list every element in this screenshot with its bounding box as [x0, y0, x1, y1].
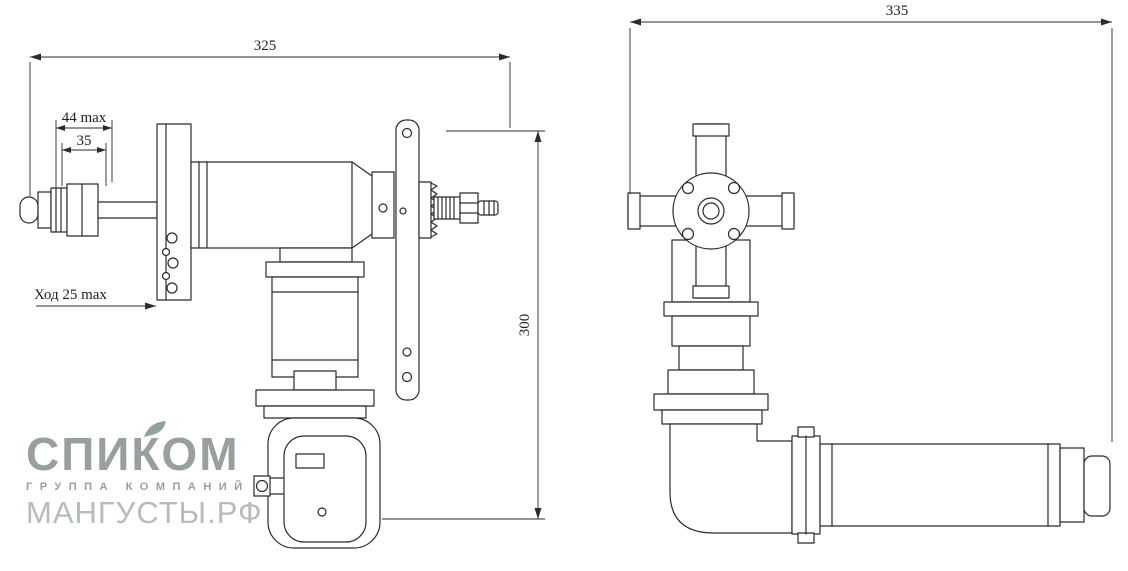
dim-chuck: 35 [77, 133, 92, 149]
dimension-lines [29, 21, 1113, 520]
dim-chuck-max: 44 max [62, 110, 107, 126]
dim-overall-height: 300 [517, 314, 533, 337]
dim-travel: Ход 25 max [34, 287, 107, 303]
flange-arm [395, 119, 438, 401]
pneumatic-motor [253, 417, 381, 549]
motor-handle [819, 443, 1111, 527]
mounting-plate [156, 123, 192, 301]
spindle-housing [190, 161, 395, 249]
clamp-ring [791, 426, 821, 544]
dim-overall-width-front: 335 [886, 3, 909, 19]
chuck-assembly [19, 183, 158, 237]
dim-overall-width-side: 325 [254, 38, 277, 54]
elbow [669, 423, 793, 534]
cross-handle [627, 123, 795, 299]
front-view [627, 123, 1111, 544]
dimension-labels: 325 44 max 35 Ход 25 max 300 335 [34, 3, 908, 336]
side-view [19, 119, 499, 549]
vertical-column [255, 247, 375, 419]
output-shaft [433, 192, 499, 224]
dimension-arrows [30, 18, 1112, 519]
